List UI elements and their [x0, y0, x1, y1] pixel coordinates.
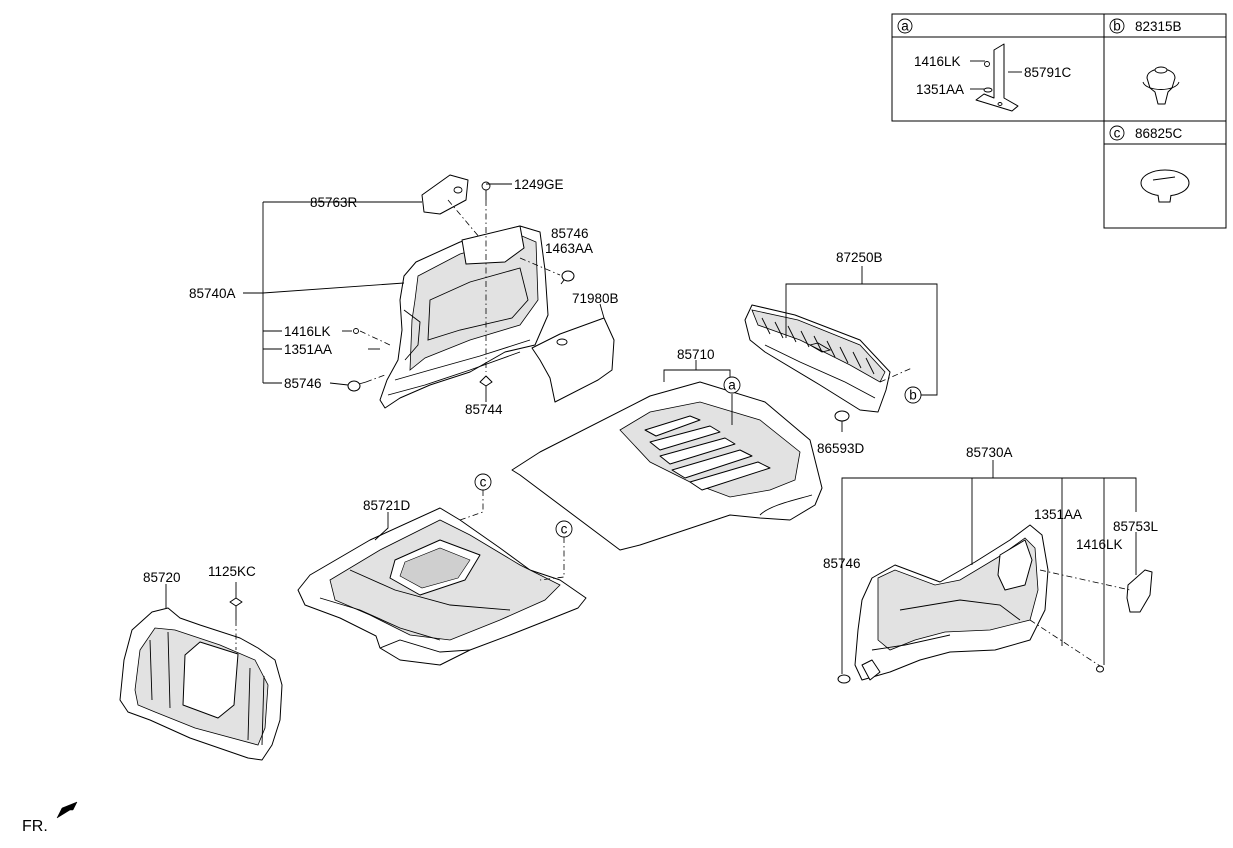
plug-86825c-drawing	[1140, 169, 1190, 203]
clip-85744	[479, 375, 493, 396]
legend-b-letter: b	[1113, 19, 1121, 34]
label-85710: 85710	[677, 347, 715, 362]
screw-1416lk-right	[1096, 665, 1104, 673]
label-85720: 85720	[143, 570, 181, 585]
transverse-trim-87250b	[744, 304, 891, 413]
label-86593d: 86593D	[817, 441, 865, 456]
front-label: FR.	[22, 818, 48, 835]
label-85746-top: 85746	[551, 226, 589, 241]
bolt-1125kc	[229, 597, 243, 620]
bracket-85791c-drawing	[975, 43, 1019, 112]
label-1463aa: 1463AA	[545, 241, 593, 256]
label-85744: 85744	[465, 402, 503, 417]
luggage-covering-85710	[511, 381, 823, 551]
label-87250b: 87250B	[836, 250, 883, 265]
legend-c-part: 86825C	[1135, 126, 1183, 141]
clip-85746-left	[347, 380, 367, 392]
arrow-icon	[56, 801, 78, 819]
bolt-1249ge	[481, 181, 491, 200]
floor-ribs	[644, 415, 771, 491]
label-1249ge: 1249GE	[514, 177, 564, 192]
label-85753l: 85753L	[1113, 519, 1159, 534]
label-1416lk-left: 1416LK	[284, 324, 331, 339]
label-1351aa-right: 1351AA	[1034, 507, 1082, 522]
partition-85720	[119, 607, 283, 761]
legend-c-letter: c	[1114, 126, 1121, 141]
label-85746-right: 85746	[823, 556, 861, 571]
front-direction-indicator: FR.	[22, 801, 78, 835]
label-85763r: 85763R	[310, 195, 358, 210]
clip-1463aa-top	[560, 270, 575, 285]
label-1351aa-left: 1351AA	[284, 342, 332, 357]
label-85746-left: 85746	[284, 376, 322, 391]
clip-85746-right	[837, 674, 851, 684]
label-1416lk-right: 1416LK	[1076, 537, 1123, 552]
legend-a-1416lk: 1416LK	[914, 54, 961, 69]
legend-b-part: 82315B	[1135, 19, 1182, 34]
label-1125kc: 1125KC	[208, 564, 256, 579]
legend-a-85791c: 85791C	[1024, 65, 1072, 80]
callout-c-1: c	[480, 475, 487, 490]
right-side-trim-85730a	[854, 524, 1049, 681]
label-85730a: 85730A	[966, 445, 1013, 460]
luggage-tray-85721d	[297, 507, 587, 666]
trim-cover-85763r	[421, 174, 469, 215]
left-side-trim-85740a	[379, 225, 549, 409]
legend-a-1351aa: 1351AA	[916, 82, 964, 97]
callout-b: b	[909, 388, 917, 403]
label-71980b: 71980B	[572, 291, 619, 306]
cover-71980b	[531, 317, 615, 403]
label-85721d: 85721D	[363, 498, 411, 513]
callout-a: a	[728, 378, 736, 393]
clip-82315b-drawing	[1142, 66, 1180, 105]
clip-86593d	[834, 410, 850, 432]
callout-c-2: c	[561, 522, 568, 537]
legend-table: a b 82315B c 86825C 1416LK 1351AA 85791C	[891, 13, 1227, 229]
legend-a-letter: a	[901, 19, 909, 34]
screw-1416lk-left	[353, 328, 359, 334]
label-85740a: 85740A	[189, 286, 236, 301]
cover-85753l	[1126, 569, 1153, 613]
